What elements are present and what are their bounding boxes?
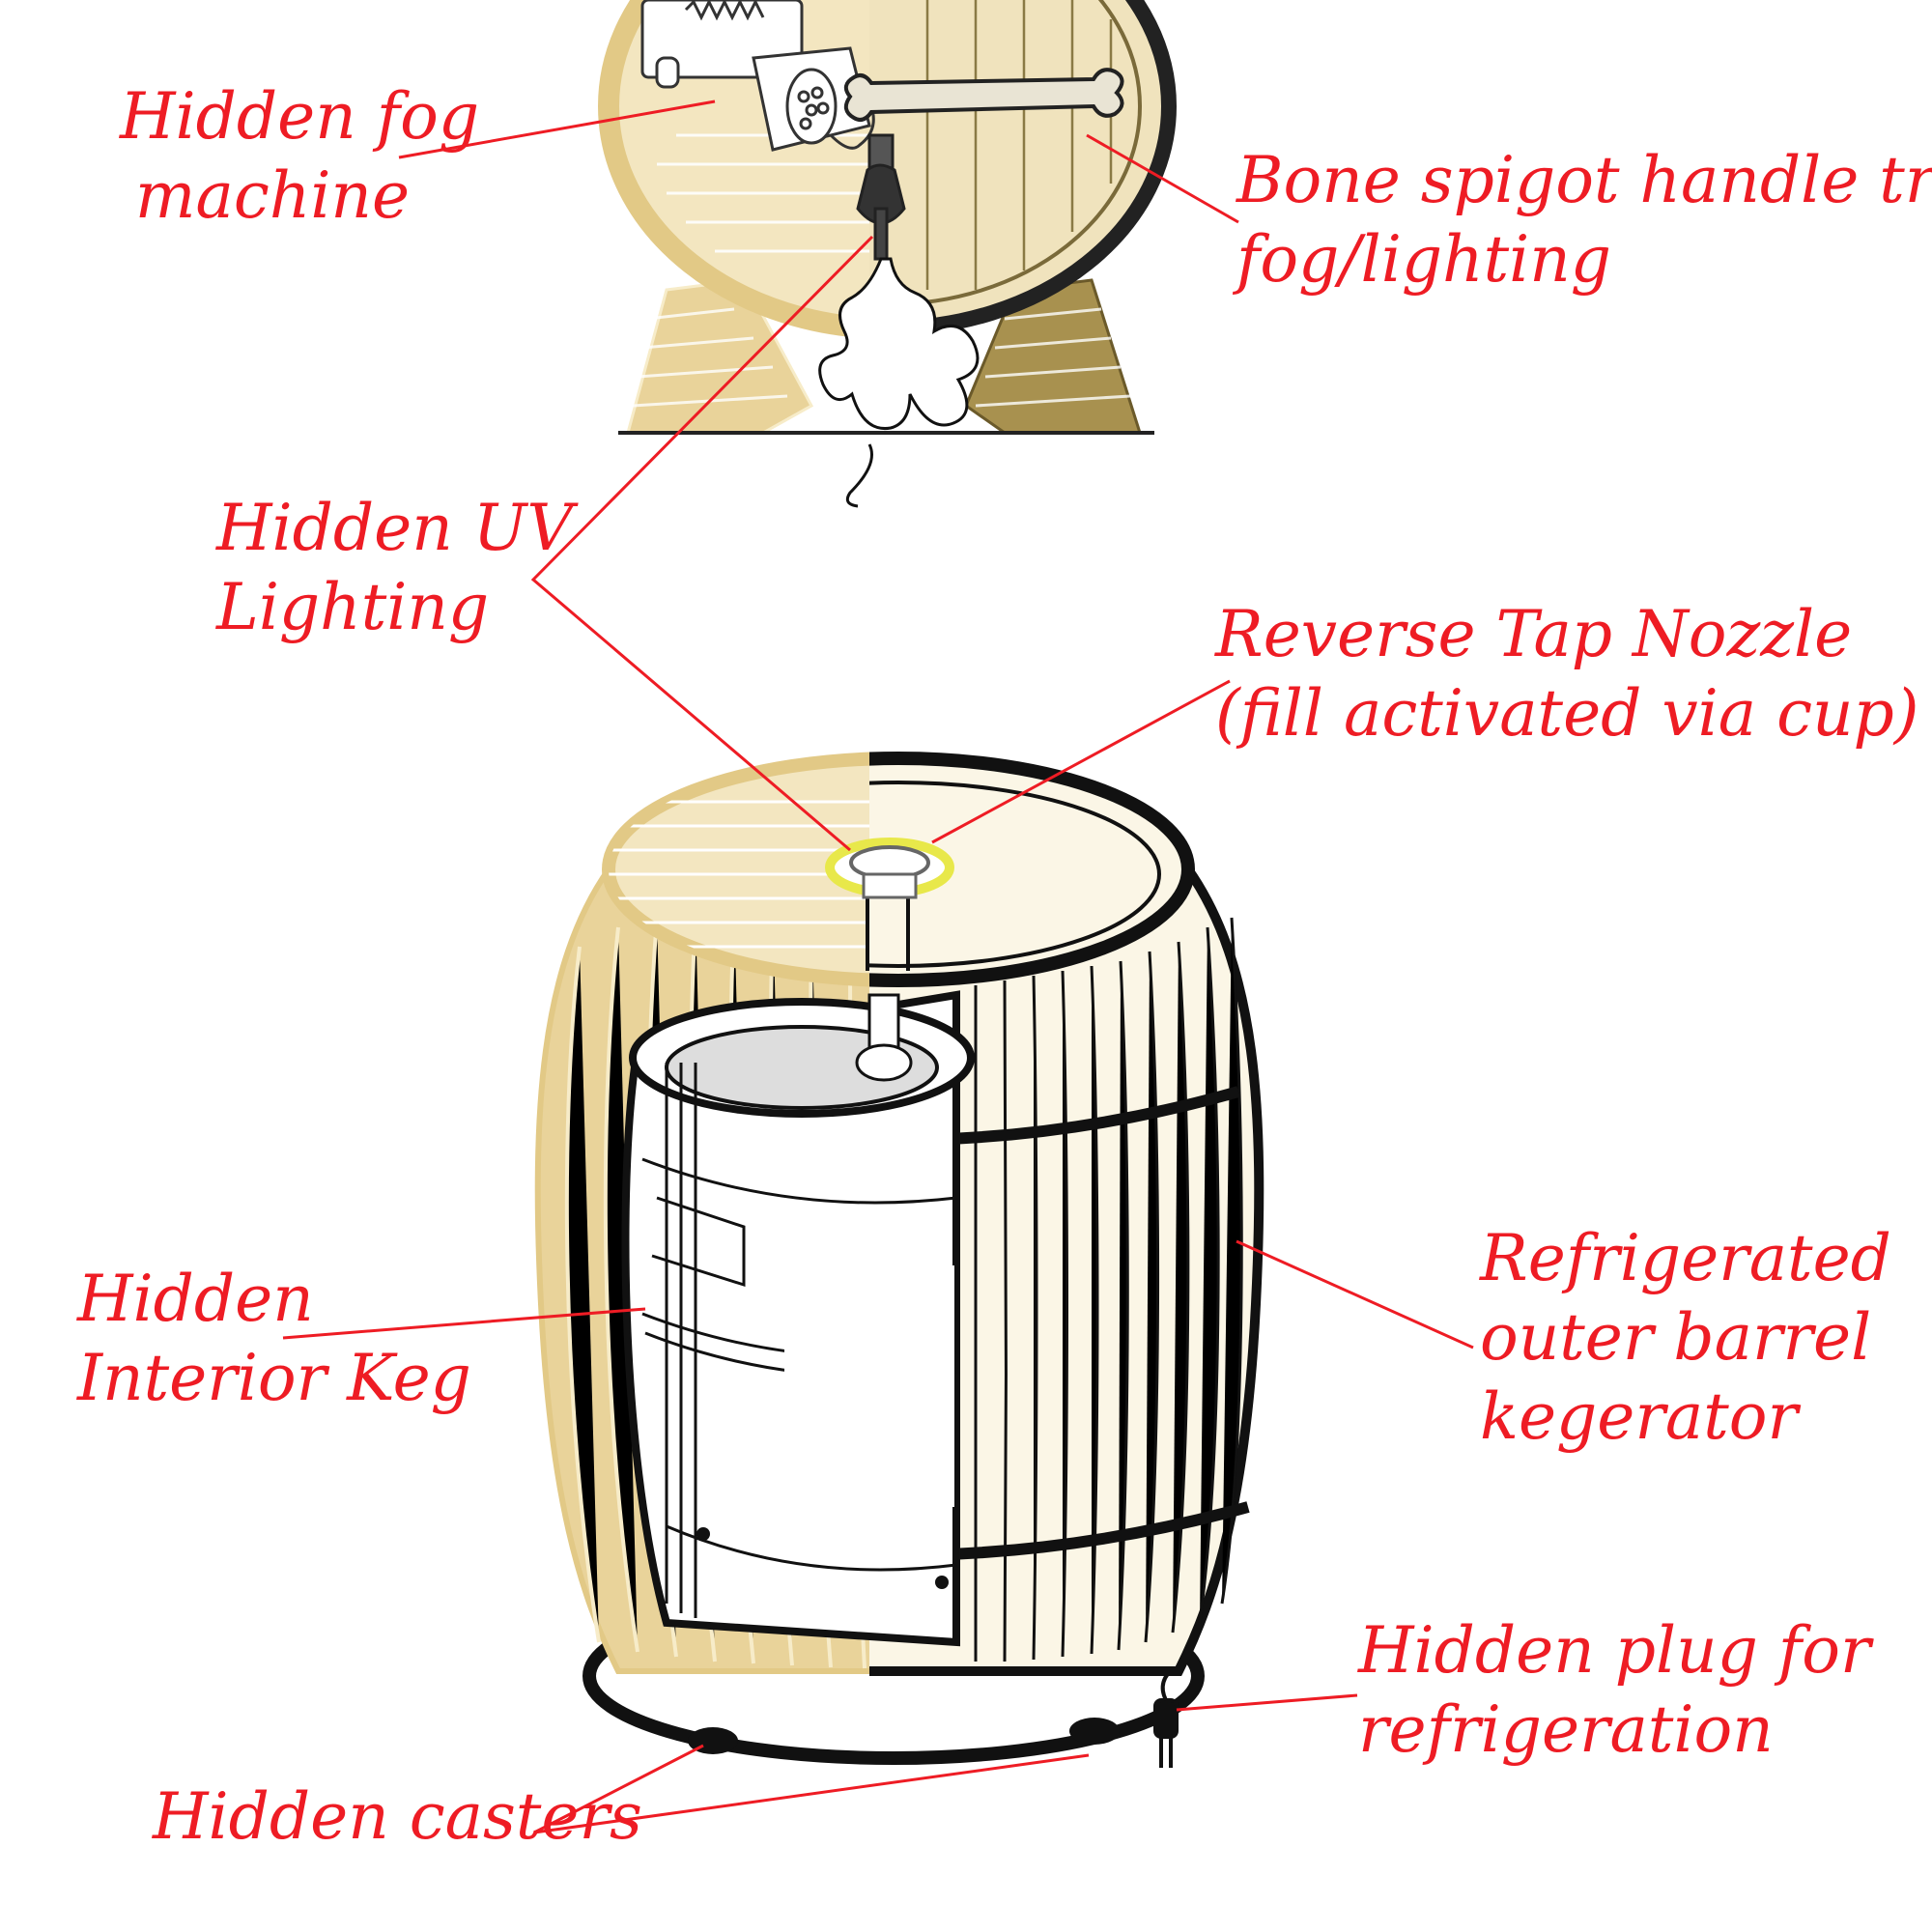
label-reverse-tap: Reverse Tap Nozzle (fill activated via c… [1215,595,1919,753]
label-fog-machine-line2: machine [134,158,410,233]
leader-bone-spigot [1086,133,1239,224]
label-outer-barrel: Refrigerated outer barrel kegerator [1480,1219,1891,1457]
tap-nozzle-art [825,838,954,899]
label-fog-machine-line1: Hidden fog [120,79,480,154]
bone-handle-art [843,68,1124,122]
label-reverse-tap-line1: Reverse Tap Nozzle [1215,597,1853,671]
label-uv-lighting: Hidden UV Lighting [216,489,573,647]
leader-casters [533,1744,1090,1834]
interior-keg-art [621,874,975,1647]
label-interior-keg-line2: Interior Keg [77,1341,471,1415]
label-plug-line1: Hidden plug for [1358,1613,1871,1688]
fog-machine-art [640,0,875,152]
label-bone-spigot-line1: Bone spigot handle triggers [1236,143,1932,217]
label-bone-spigot-line2: fog/lighting [1236,222,1612,297]
label-interior-keg: Hidden Interior Keg [77,1260,471,1418]
label-uv-lighting-line2: Lighting [216,570,490,644]
leader-plug [1176,1693,1358,1712]
label-outer-barrel-line2: outer barrel [1480,1300,1872,1375]
label-outer-barrel-line1: Refrigerated [1480,1221,1891,1295]
leader-interior-keg [282,1307,646,1340]
label-interior-keg-line1: Hidden [77,1262,314,1336]
plug-art [1153,1664,1179,1768]
label-outer-barrel-line3: kegerator [1480,1379,1799,1454]
label-casters: Hidden casters [153,1777,642,1857]
top-barrel [598,0,1177,508]
leader-uv-lighting [530,235,874,852]
label-fog-machine: Hidden fog machine [120,77,480,236]
main-barrel [534,752,1264,1768]
label-uv-lighting-line1: Hidden UV [216,491,573,565]
leader-reverse-tap [931,679,1231,844]
label-plug: Hidden plug for refrigeration [1358,1611,1871,1770]
label-bone-spigot: Bone spigot handle triggers fog/lighting [1236,141,1932,299]
label-reverse-tap-line2: (fill activated via cup) [1215,676,1919,751]
label-casters-line1: Hidden casters [153,1779,642,1854]
leader-outer-barrel [1236,1239,1474,1350]
label-plug-line2: refrigeration [1358,1692,1774,1767]
spigot-art [856,133,906,261]
barrel-stand [618,278,1154,435]
leader-lines [282,99,1474,1834]
fog-smoke-art [818,257,980,508]
leader-fog-machine [398,99,716,159]
caster-right-art [1069,1718,1120,1745]
